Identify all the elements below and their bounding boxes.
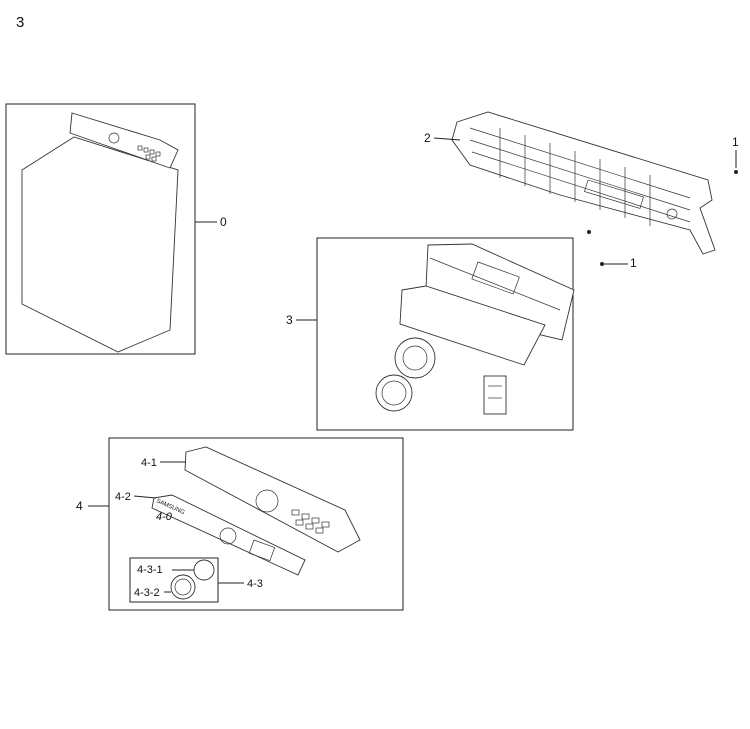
callout-4-0: 4-0	[156, 511, 173, 523]
knob-ring-part	[193, 559, 215, 581]
connector-part	[483, 375, 507, 415]
callout-4-1: 4-1	[141, 457, 157, 469]
group-0-frame	[5, 103, 196, 355]
group-4-frame	[108, 437, 404, 611]
callout-4-3-2: 4-3-2	[134, 587, 160, 599]
callout-4-3: 4-3	[247, 578, 263, 590]
screw-icon	[734, 170, 738, 174]
callout-2-leader	[433, 137, 461, 141]
panel-4-2-part	[151, 494, 306, 576]
screw-icon	[600, 262, 604, 266]
door-button-row	[137, 145, 161, 162]
display-board-part	[399, 285, 546, 366]
callout-4-2-leader	[133, 495, 157, 499]
group-2-rear-frame: 2 1	[424, 111, 739, 255]
rear-frame-ribs	[469, 127, 691, 226]
group-3-pcb-assembly: 1 3	[286, 230, 637, 431]
rear-frame-window	[584, 179, 644, 209]
front-panel-display	[248, 539, 276, 562]
group-0-door-assembly: 0	[5, 103, 227, 355]
door-lid-part	[21, 136, 179, 353]
rear-frame-part	[451, 111, 716, 255]
callout-0: 0	[220, 215, 227, 229]
pcb-window	[471, 261, 520, 295]
panel-button-grid	[291, 509, 330, 534]
screw-icon	[587, 230, 591, 234]
callout-4-3-1: 4-3-1	[137, 564, 163, 576]
door-knob-detail	[108, 132, 120, 144]
group-3-frame	[316, 237, 574, 431]
callout-1a: 1	[732, 135, 739, 149]
callout-4-2: 4-2	[115, 491, 131, 503]
page-number: 3	[16, 14, 24, 31]
panel-knob-ring	[255, 489, 279, 513]
group-4-3-frame	[129, 557, 219, 603]
encoder-knob-part	[394, 337, 436, 379]
callout-2: 2	[424, 131, 431, 145]
callout-1b: 1	[630, 256, 637, 270]
callout-4: 4	[76, 499, 83, 513]
callout-3: 3	[286, 313, 293, 327]
panel-4-1-part	[184, 446, 361, 553]
front-panel-window-circle	[219, 527, 237, 545]
knob-cap-part	[170, 574, 196, 600]
rear-frame-hole	[666, 208, 678, 220]
group-4-control-panel: SAMSUNG 4-1 4-2 4-0 4-3-1 4-3-2 4-3 4	[76, 437, 404, 611]
